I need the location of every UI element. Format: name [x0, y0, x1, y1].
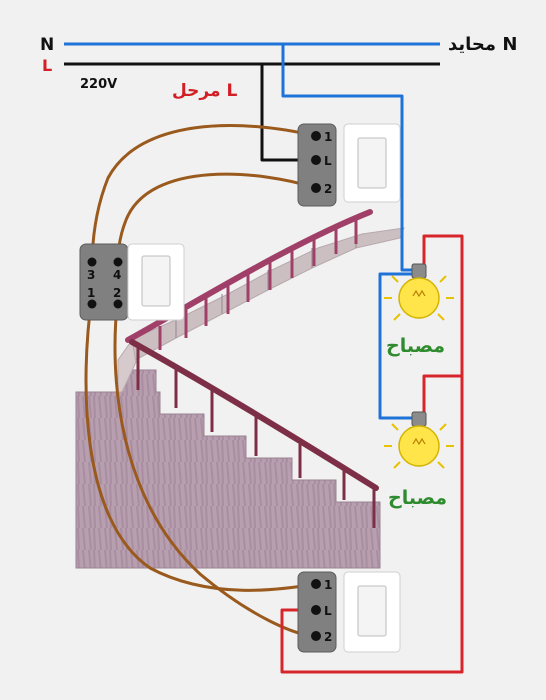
switch-top-rocker[interactable]: [357, 137, 387, 189]
terminal-label: 2: [113, 286, 121, 300]
live-letter: L: [42, 56, 52, 75]
bulb-icon: [398, 425, 440, 467]
terminal-screw: [113, 257, 123, 267]
switch-bottom: 1 L 2: [297, 571, 401, 653]
lamp-glow: [384, 275, 454, 321]
neutral-feed-wire: [281, 42, 414, 272]
neutral-lamp-link-wire: [378, 272, 414, 420]
lamp-label: مصباح: [388, 487, 447, 509]
bulb-filament: [412, 289, 426, 298]
terminal-screw: [113, 299, 123, 309]
lower-handrail: [129, 339, 379, 491]
terminal-screw: [311, 131, 321, 141]
switch-middle-rocker[interactable]: [141, 255, 171, 307]
traveler-wire-bottom-1: [84, 294, 318, 592]
lower-balusters: [136, 346, 376, 528]
switch-middle-terminal-block: [79, 243, 129, 321]
terminal-screw: [311, 631, 321, 641]
terminal-label: 2: [324, 630, 332, 644]
terminal-label: 1: [87, 286, 95, 300]
terminal-screw: [311, 183, 321, 193]
traveler-wire-top-1: [90, 124, 318, 270]
voltage-label: 220V: [80, 77, 117, 92]
terminal-label: 2: [324, 182, 332, 196]
staircase: [75, 227, 405, 569]
neutral-letter: N: [40, 35, 54, 55]
terminal-label: L: [324, 154, 332, 168]
terminal-label: 1: [324, 578, 332, 592]
terminal-screw: [311, 155, 321, 165]
upper-stair-steps: [175, 234, 357, 338]
switch-middle: 3 4 1 2: [79, 243, 185, 321]
lamp-2: مصباح: [384, 411, 454, 509]
lamp-label: مصباح: [386, 335, 445, 357]
lamp-1: مصباح: [384, 263, 454, 357]
switch-top-terminal-block: [297, 123, 337, 207]
lower-stair-flight: [75, 369, 381, 569]
terminal-label: 3: [87, 268, 95, 282]
lamp-socket: [411, 263, 427, 279]
neutral-label: محايد N: [448, 34, 517, 55]
switch-bottom-rocker[interactable]: [357, 585, 387, 637]
terminal-screw: [87, 299, 97, 309]
switch-top: 1 L 2: [297, 123, 401, 207]
terminal-screw: [311, 579, 321, 589]
bulb-icon: [398, 277, 440, 319]
upper-balusters: [158, 218, 358, 350]
lamp-socket: [411, 411, 427, 427]
supply-lines: N L محايد N 220V مرحل L: [40, 34, 517, 101]
switched-lamp-link-wire: [422, 374, 464, 418]
upper-stair-flight: [129, 227, 405, 363]
terminal-screw: [311, 605, 321, 615]
terminal-label: L: [324, 604, 332, 618]
lamp-glow: [384, 423, 454, 469]
terminal-label: 1: [324, 130, 332, 144]
railings: [125, 209, 379, 528]
switched-feed-wire: [280, 234, 464, 674]
terminal-label: 4: [113, 268, 121, 282]
bulb-filament: [412, 437, 426, 446]
upper-handrail: [125, 209, 373, 343]
wires: [84, 42, 464, 674]
terminal-screw: [87, 257, 97, 267]
live-label: مرحل L: [172, 81, 237, 101]
